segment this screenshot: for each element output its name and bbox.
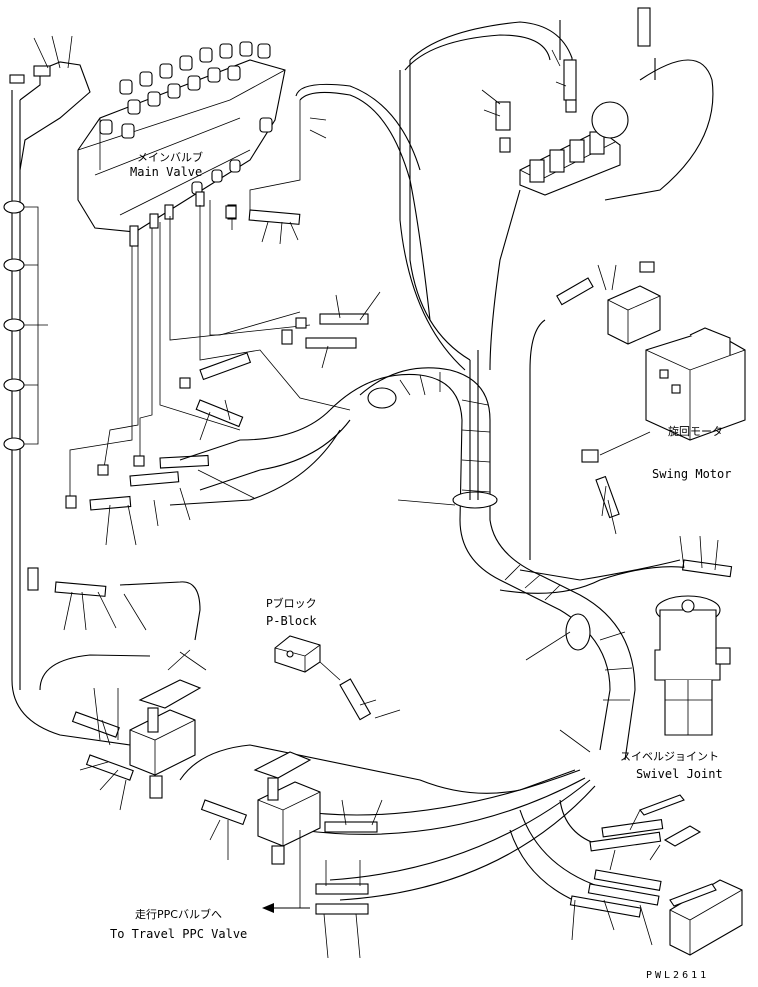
drawing-code: PWL2611 (646, 970, 709, 981)
pilot-lines-left (69, 100, 351, 500)
main-valve (77, 41, 286, 247)
upper-hoses (295, 20, 714, 371)
left-return-hose (3, 61, 131, 746)
lower-right-brackets (569, 794, 743, 956)
p-block-label-en: P-Block (266, 614, 317, 628)
travel-ppc-arrow (262, 830, 310, 913)
p-block (274, 635, 372, 721)
travel-ppc-label-jp: 走行PPCバルブへ (135, 907, 222, 921)
swing-motor-label-en: Swing Motor (652, 467, 731, 481)
hose-bundle (329, 319, 701, 761)
main-valve-label-jp: メインバルブ (137, 150, 203, 164)
pedal-valve-right (200, 751, 321, 865)
swing-motor-leader (599, 431, 651, 456)
lower-hoses (39, 409, 641, 916)
pedal-valve-left (71, 679, 202, 799)
left-fittings (27, 205, 369, 597)
callout-leaders (33, 35, 719, 959)
swivel-joint (654, 559, 733, 736)
travel-ppc-label-en: To Travel PPC Valve (110, 927, 247, 941)
swivel-joint-label-jp: スイベルジョイント (620, 750, 719, 763)
travel-hose-fittings (315, 821, 378, 915)
swing-motor-label-jp: 旋回モータ (668, 424, 723, 438)
p-block-label-jp: Pブロック (266, 596, 317, 610)
solenoid-valve (495, 7, 651, 196)
swing-motor (556, 261, 746, 519)
main-valve-label-en: Main Valve (130, 165, 202, 179)
swivel-joint-label-en: Swivel Joint (636, 767, 723, 781)
